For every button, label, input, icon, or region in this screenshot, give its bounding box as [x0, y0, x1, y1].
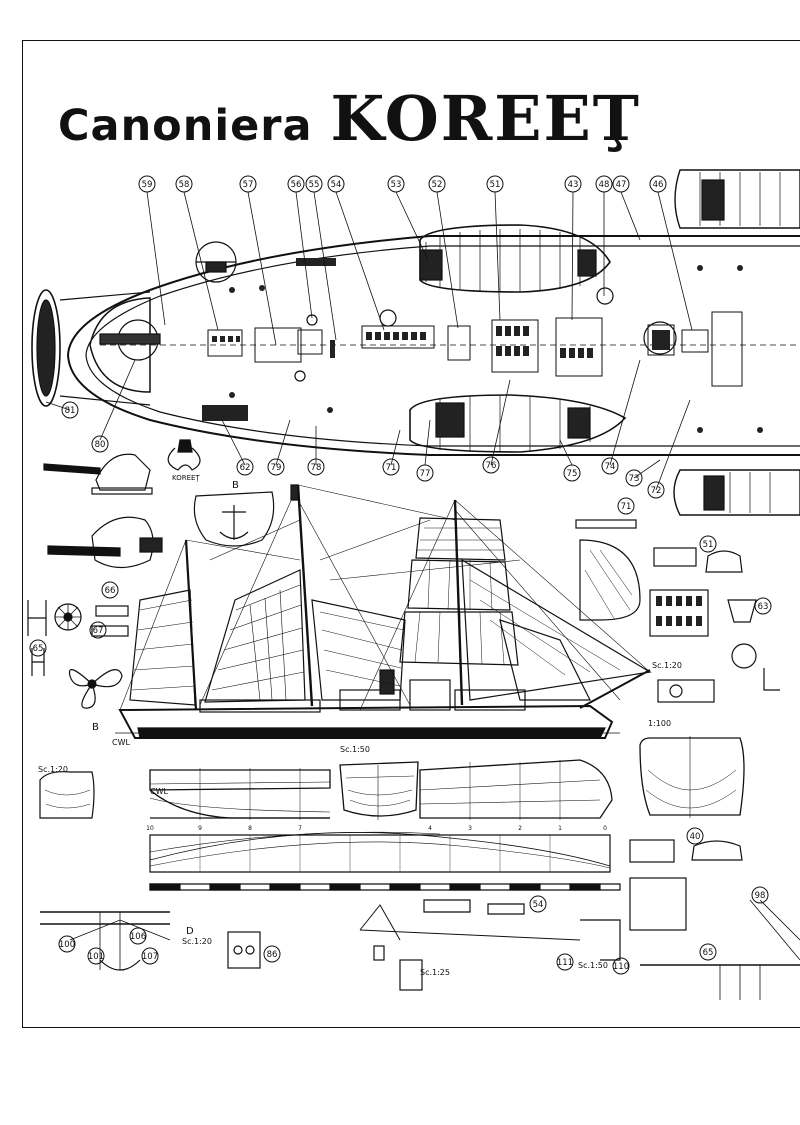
- crest-label: KOREEŢ: [172, 474, 200, 482]
- callout-label: 80: [95, 440, 106, 450]
- station-number: 4: [428, 825, 432, 832]
- detail-drawings: [27, 439, 800, 1000]
- station-number: 10: [146, 825, 154, 832]
- callouts: [61, 175, 667, 499]
- callout-label: 74: [605, 462, 616, 472]
- callout-label: 79: [271, 463, 282, 473]
- callout-label: 40: [690, 832, 701, 842]
- callout-label: 66: [105, 586, 116, 596]
- station-number: 2: [518, 825, 522, 832]
- scale-label: Sc.1:50: [340, 745, 370, 754]
- scale-label: 1:100: [648, 719, 671, 728]
- title-ship-name: KOREEŢ: [330, 82, 641, 155]
- callout-label: 100: [59, 940, 75, 950]
- callout-label: 75: [567, 469, 578, 479]
- waterline-label: CWL: [150, 787, 168, 796]
- callout-label: 43: [568, 180, 579, 190]
- lines-plan: [39, 736, 745, 891]
- callout-label: 48: [599, 180, 610, 190]
- callout-label: 73: [629, 474, 640, 484]
- station-number: 8: [248, 825, 252, 832]
- callout-numbers: 59 58 57 56 55 54 53 52 51 43 48 47 46 8…: [65, 180, 664, 496]
- station-number: 7: [298, 825, 302, 832]
- callout-label: 81: [65, 406, 76, 416]
- scale-label: Sc.1:20: [182, 937, 212, 946]
- callout-label: 72: [651, 486, 662, 496]
- callout-label: 47: [616, 180, 627, 190]
- callout-label: 59: [142, 180, 153, 190]
- station-numbers: 10 9 8 7 4 3 2 1 0: [146, 825, 607, 832]
- callout-label: 110: [613, 962, 629, 972]
- scale-label: Sc.1:20: [38, 765, 68, 774]
- callout-label: 65: [703, 948, 714, 958]
- waterline-label: CWL: [112, 738, 130, 747]
- callout-label: 107: [142, 952, 158, 962]
- callout-label: 67: [93, 626, 104, 636]
- callout-label: 53: [391, 180, 402, 190]
- callout-label: 65: [33, 644, 44, 654]
- callout-label: 57: [243, 180, 254, 190]
- callout-label: 46: [653, 180, 664, 190]
- scale-label: Sc.1:50: [578, 961, 608, 970]
- detail-letter: B: [232, 480, 239, 491]
- deck-plan: [31, 169, 800, 516]
- detail-callouts: 71 51 63 66 67 65 40 98 54 111 110 86 10…: [29, 497, 772, 975]
- callout-label: 71: [386, 463, 397, 473]
- station-number: 9: [198, 825, 202, 832]
- callout-label: 58: [179, 180, 190, 190]
- scale-label: Sc.1:25: [420, 968, 450, 977]
- detail-letter: D: [186, 926, 194, 937]
- callout-label: 101: [88, 952, 104, 962]
- station-number: 3: [468, 825, 472, 832]
- callout-label: 54: [331, 180, 342, 190]
- title-prefix: Canoniera: [58, 101, 313, 151]
- callout-label: 56: [291, 180, 302, 190]
- callout-label: 51: [703, 540, 714, 550]
- callout-label: 54: [533, 900, 544, 910]
- scale-label: Sc.1:20: [652, 661, 682, 670]
- station-number: 0: [603, 825, 607, 832]
- detail-letter: B: [92, 722, 99, 733]
- callout-label: 86: [267, 950, 278, 960]
- callout-label: 52: [432, 180, 443, 190]
- callout-label: 78: [311, 463, 322, 473]
- callout-label: 111: [557, 958, 573, 968]
- drawing-frame: [22, 40, 800, 1028]
- callout-label: 55: [309, 180, 320, 190]
- station-number: 1: [558, 825, 562, 832]
- callout-label: 77: [420, 469, 431, 479]
- callout-label: 63: [758, 602, 769, 612]
- side-profile: [115, 484, 652, 739]
- callout-label: 98: [755, 891, 766, 901]
- page-title: Canoniera KOREEŢ: [58, 82, 641, 162]
- callout-label: 106: [130, 932, 146, 942]
- drawing-labels: KOREEŢ Sc.1:50 1:100 Sc.1:20 Sc.1:25 Sc.…: [38, 474, 682, 977]
- callout-label: 51: [490, 180, 501, 190]
- callout-label: 71: [621, 502, 632, 512]
- callout-label: 76: [486, 461, 497, 471]
- callout-label: 62: [240, 463, 251, 473]
